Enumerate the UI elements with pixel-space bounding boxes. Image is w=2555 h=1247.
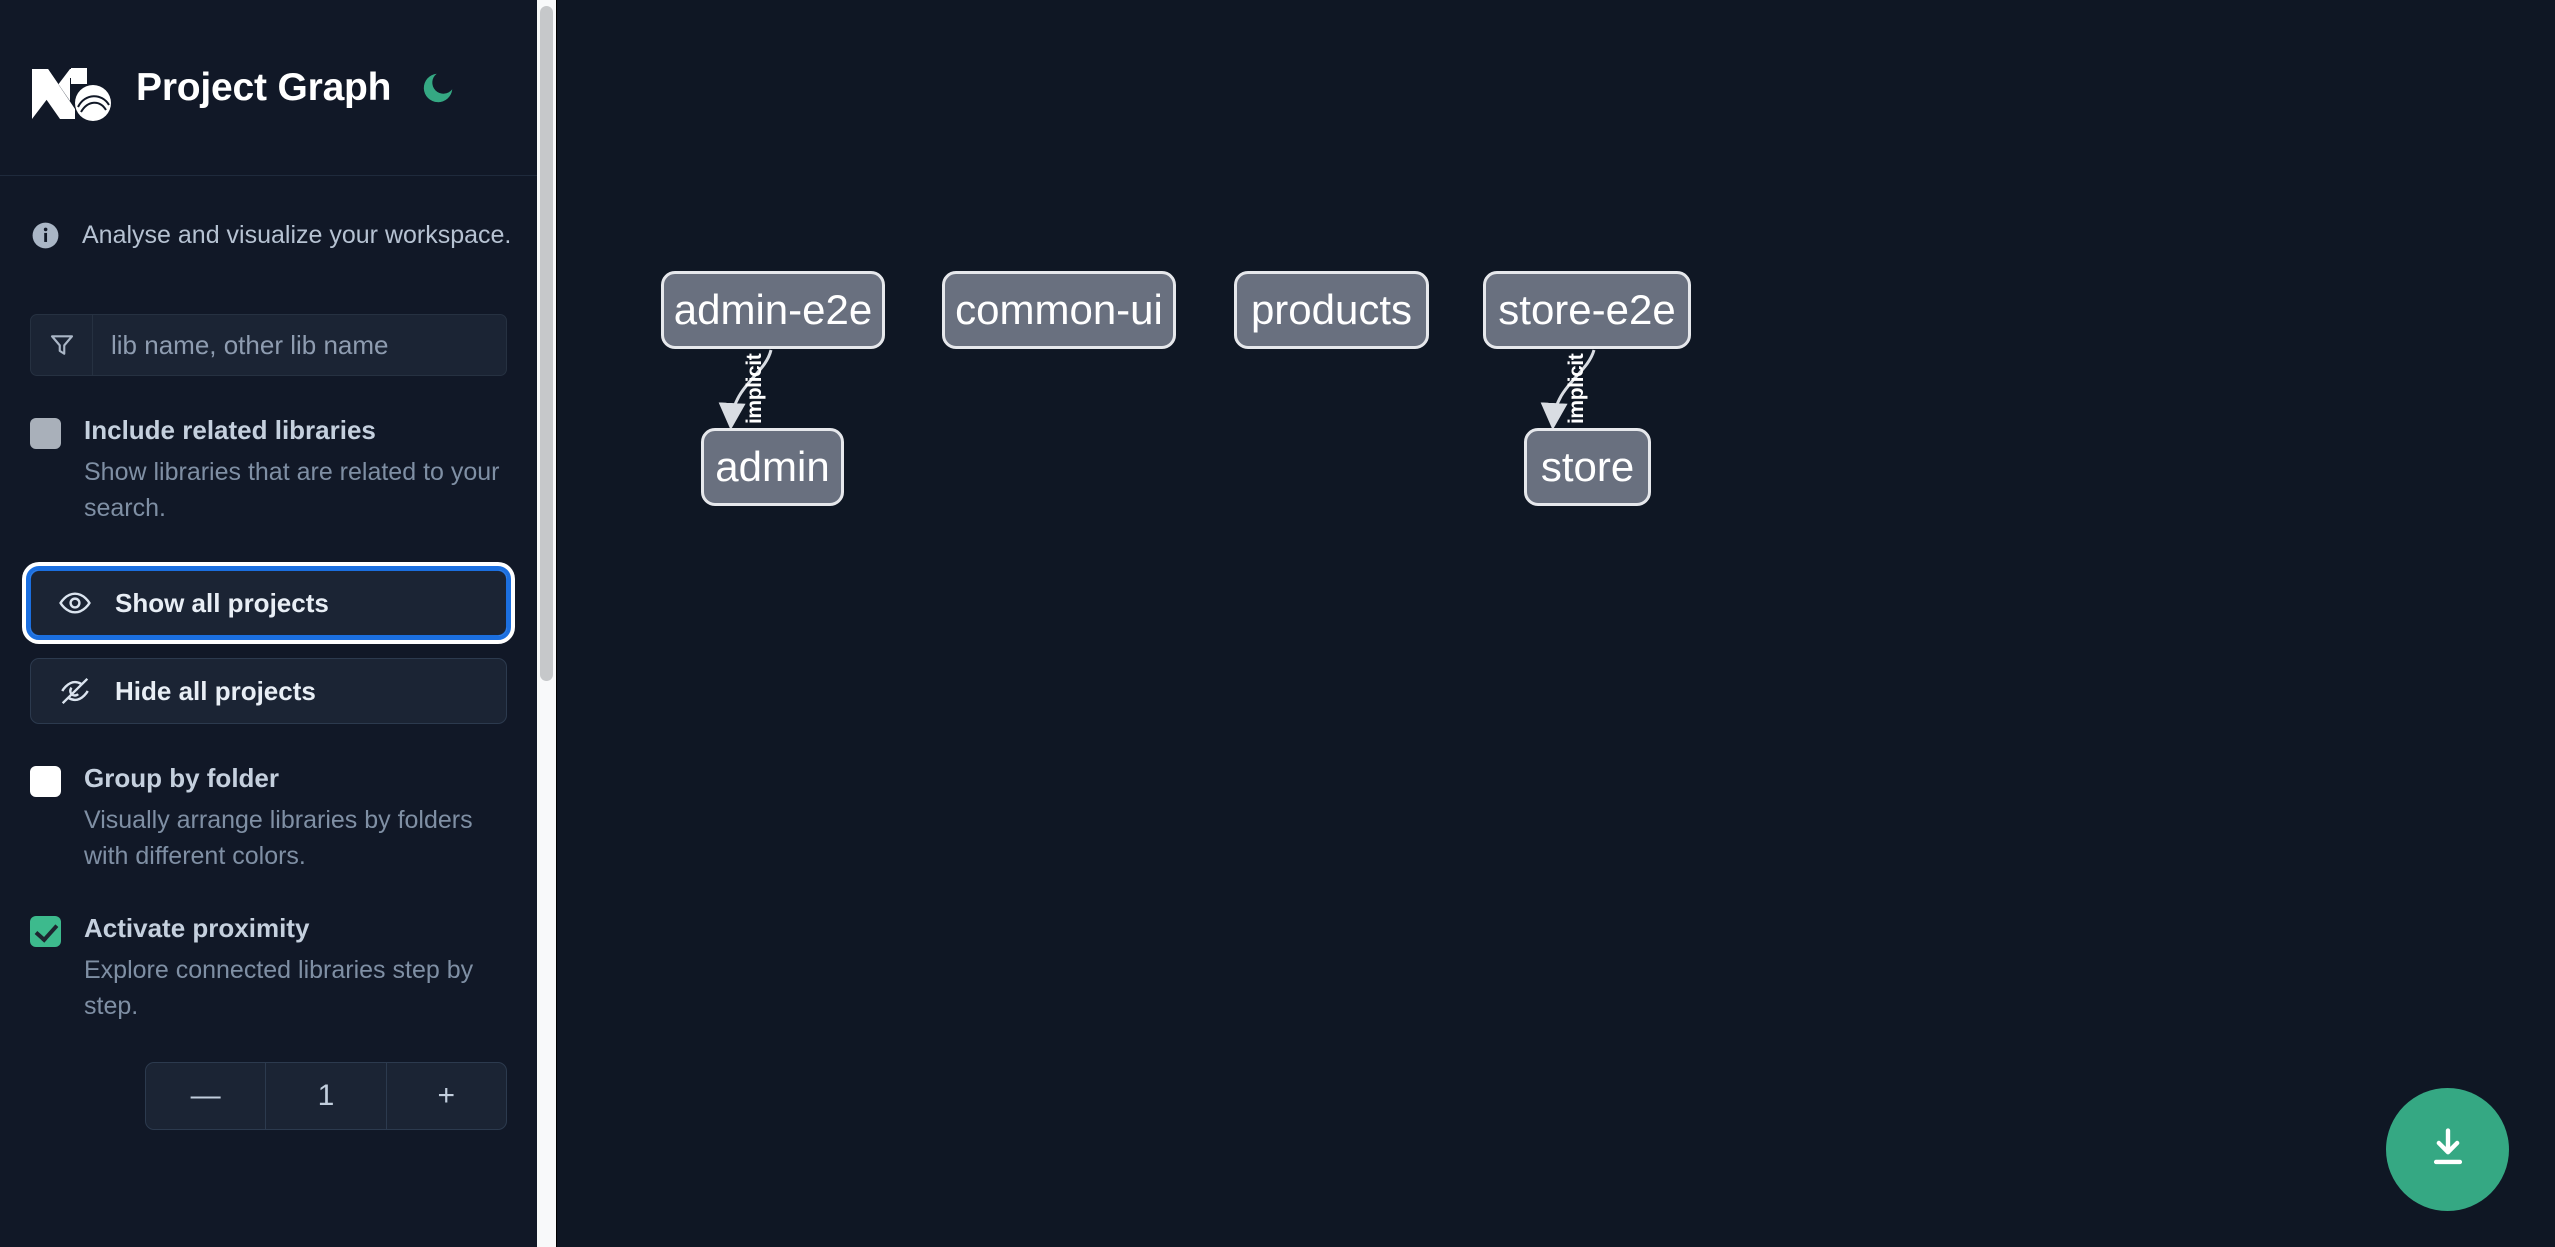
option-activate-proximity: Activate proximity Explore connected lib… (0, 912, 537, 1024)
sidebar-header: Project Graph (0, 0, 537, 176)
graph-node-label: common-ui (955, 286, 1163, 333)
option-group-by-folder: Group by folder Visually arrange librari… (0, 762, 537, 874)
graph-node-admin[interactable]: admin (701, 428, 844, 506)
graph-node-label: admin-e2e (673, 286, 873, 333)
graph-node-store-e2e[interactable]: store-e2e (1483, 271, 1691, 349)
eye-off-icon (57, 674, 93, 708)
proximity-decrement-button[interactable]: — (190, 1079, 221, 1112)
sidebar-scrollbar-thumb[interactable] (540, 6, 553, 681)
edge-label-admin-implicit: implicit (743, 353, 766, 424)
moon-icon[interactable] (415, 65, 461, 111)
group-by-folder-description: Visually arrange libraries by folders wi… (84, 806, 473, 870)
search-input[interactable] (93, 315, 506, 375)
activate-proximity-label: Activate proximity (84, 913, 310, 943)
proximity-stepper: — 1 + (145, 1062, 507, 1130)
activate-proximity-checkbox[interactable] (30, 916, 61, 947)
graph-node-label: products (1250, 286, 1413, 333)
sidebar-content: Project Graph Analyse and visualize yo (0, 0, 537, 1247)
app-title: Project Graph (136, 65, 392, 109)
graph-node-store[interactable]: store (1524, 428, 1651, 506)
activate-proximity-description: Explore connected libraries step by step… (84, 956, 474, 1020)
filter-funnel-icon[interactable] (31, 315, 93, 375)
hide-all-projects-button[interactable]: Hide all projects (30, 658, 507, 724)
nx-logo-icon (30, 55, 114, 121)
graph-node-products[interactable]: products (1234, 271, 1429, 349)
graph-node-label: store-e2e (1498, 286, 1676, 333)
graph-node-label: admin (715, 443, 830, 490)
group-by-folder-label: Group by folder (84, 763, 279, 793)
sidebar: Project Graph Analyse and visualize yo (0, 0, 556, 1247)
info-circle-icon (30, 220, 61, 251)
graph-canvas[interactable]: admin-e2e common-ui products store-e2e a… (556, 0, 2555, 1247)
proximity-value: 1 (265, 1063, 387, 1129)
graph-node-label: store (1540, 443, 1635, 490)
edge-label-store-implicit: implicit (1565, 353, 1588, 424)
option-include-related-libraries: Include related libraries Show libraries… (0, 414, 537, 526)
graph-node-common-ui[interactable]: common-ui (942, 271, 1176, 349)
include-related-libraries-description: Show libraries that are related to your … (84, 458, 500, 522)
graph-node-admin-e2e[interactable]: admin-e2e (661, 271, 885, 349)
eye-icon (57, 586, 93, 620)
workspace-info: Analyse and visualize your workspace. (0, 176, 537, 262)
proximity-increment-button[interactable]: + (437, 1079, 456, 1112)
include-related-libraries-label: Include related libraries (84, 415, 376, 445)
show-all-projects-label: Show all projects (115, 587, 329, 618)
include-related-libraries-checkbox[interactable] (30, 418, 61, 449)
download-icon (2423, 1123, 2473, 1176)
graph-edges (718, 349, 1596, 430)
search-bar (30, 314, 507, 376)
project-visibility-buttons: Show all projects Hide all projects (0, 566, 537, 724)
workspace-info-text: Analyse and visualize your workspace. (82, 220, 512, 249)
hide-all-projects-label: Hide all projects (115, 675, 316, 706)
show-all-projects-button[interactable]: Show all projects (26, 566, 511, 640)
sidebar-scrollbar[interactable] (537, 0, 556, 1247)
download-button[interactable] (2386, 1088, 2509, 1211)
group-by-folder-checkbox[interactable] (30, 766, 61, 797)
